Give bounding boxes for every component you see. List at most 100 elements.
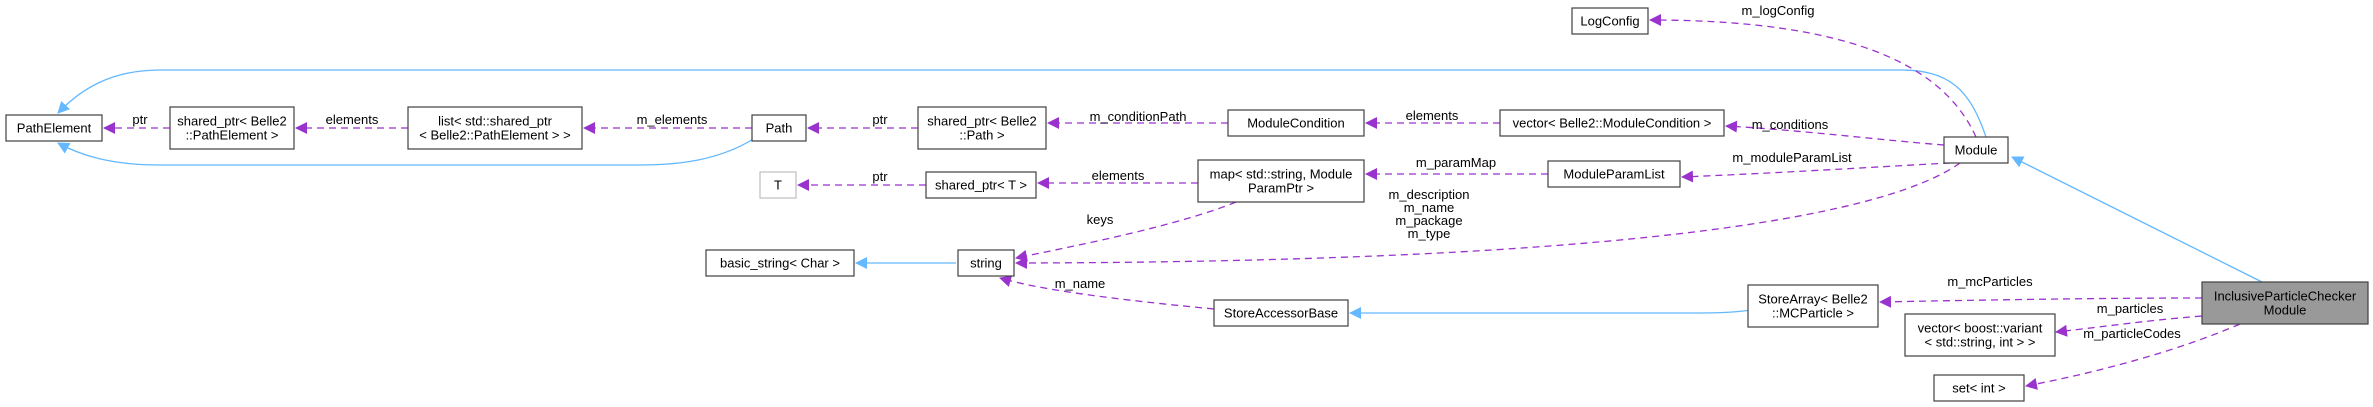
node-box — [917, 106, 1047, 150]
node-box — [1547, 160, 1681, 188]
edge-m-module-strings-label: m_description — [1389, 187, 1470, 202]
edge-m-module-strings-label: m_name — [1404, 200, 1455, 215]
node-box — [1747, 284, 1879, 328]
node-label: Module — [2264, 303, 2307, 318]
node-box — [1943, 136, 2009, 164]
edge-m-conditions-label: m_conditions — [1752, 117, 1829, 132]
node-box — [169, 106, 295, 150]
node-vector-modulecondition[interactable]: vector< Belle2::ModuleCondition > — [1499, 109, 1725, 137]
node-storearray-mcparticle[interactable]: StoreArray< Belle2::MCParticle > — [1747, 284, 1879, 328]
node-label: shared_ptr< Belle2 — [927, 114, 1037, 129]
node-label: vector< boost::variant — [1918, 321, 2043, 336]
node-path[interactable]: Path — [751, 114, 807, 142]
edge-m-mcparticles-label: m_mcParticles — [1947, 274, 2033, 289]
edge-m-parammap-label: m_paramMap — [1416, 155, 1496, 170]
edge-m-logconfig-label: m_logConfig — [1742, 3, 1815, 18]
edge-m-mcparticles — [1879, 295, 2203, 308]
node-modulecondition[interactable]: ModuleCondition — [1227, 109, 1365, 137]
edge-m-name-store — [999, 275, 1215, 310]
node-label: ::Path > — [959, 128, 1004, 143]
node-box — [705, 249, 855, 277]
node-box — [2201, 281, 2369, 325]
node-box — [1213, 299, 1349, 327]
node-label: StoreArray< Belle2 — [1758, 292, 1867, 307]
edge-m-module-strings-label: m_package — [1395, 213, 1462, 228]
node-logconfig[interactable]: LogConfig — [1571, 7, 1649, 35]
node-vector-variant[interactable]: vector< boost::variant< std::string, int… — [1904, 313, 2056, 357]
node-box — [957, 249, 1015, 277]
edge-keys — [1015, 201, 1237, 262]
storearray-inherits-storeaccessorbase — [1349, 284, 1801, 319]
node-box — [1227, 109, 1365, 137]
node-label: Path — [766, 121, 793, 136]
edge-m-particles-label: m_particles — [2097, 301, 2164, 316]
node-moduleparamlist[interactable]: ModuleParamList — [1547, 160, 1681, 188]
node-label: string — [970, 256, 1002, 271]
node-label: ::PathElement > — [186, 128, 279, 143]
node-label: shared_ptr< Belle2 — [177, 114, 287, 129]
edge-m-conditions — [1725, 120, 1945, 146]
node-label: Module — [1955, 143, 1998, 158]
node-label: ModuleParamList — [1563, 167, 1665, 182]
node-box — [925, 171, 1037, 199]
edge-m-particles — [2055, 315, 2203, 337]
path-inherits-pathelement — [57, 137, 756, 166]
edge-m-logconfig — [1649, 14, 1977, 138]
node-module[interactable]: Module — [1943, 136, 2009, 164]
node-label: map< std::string, Module — [1210, 167, 1353, 182]
node-pathelement[interactable]: PathElement — [5, 114, 103, 142]
node-box — [1197, 159, 1365, 203]
edge-elements-list-label: elements — [326, 112, 379, 127]
edge-elements-map-label: elements — [1092, 168, 1145, 183]
node-box — [759, 171, 797, 199]
node-box — [1571, 7, 1649, 35]
node-label: PathElement — [17, 121, 92, 136]
node-box — [751, 114, 807, 142]
root-inherits-module — [2011, 156, 2263, 283]
node-label: vector< Belle2::ModuleCondition > — [1513, 116, 1712, 131]
node-label: basic_string< Char > — [720, 256, 840, 271]
edge-elements-modulecondition-label: elements — [1406, 108, 1459, 123]
node-label: ::MCParticle > — [1772, 306, 1854, 321]
node-storeaccessorbase[interactable]: StoreAccessorBase — [1213, 299, 1349, 327]
module-inherits-pathelement — [57, 69, 1987, 138]
edge-m-elements-label: m_elements — [637, 112, 708, 127]
edge-m-particlecodes — [2025, 323, 2241, 390]
edge-ptr-path-label: ptr — [872, 112, 888, 127]
node-label: list< std::shared_ptr — [438, 114, 552, 129]
edge-m-moduleparamlist-label: m_moduleParamList — [1732, 150, 1852, 165]
node-sharedptr-path[interactable]: shared_ptr< Belle2::Path > — [917, 106, 1047, 150]
node-sharedptr-pathelement[interactable]: shared_ptr< Belle2::PathElement > — [169, 106, 295, 150]
node-label: ModuleCondition — [1247, 116, 1345, 131]
edge-m-name-store-label: m_name — [1055, 276, 1106, 291]
node-label: InclusiveParticleChecker — [2214, 289, 2357, 304]
edge-m-module-strings-label: m_type — [1408, 226, 1451, 241]
node-box — [5, 114, 103, 142]
edge-m-moduleparamlist — [1681, 162, 1951, 183]
node-label: ParamPtr > — [1248, 181, 1314, 196]
edge-m-module-strings — [1015, 162, 1961, 269]
node-set-int[interactable]: set< int > — [1933, 374, 2025, 402]
node-label: T — [774, 178, 782, 193]
node-label: StoreAccessorBase — [1224, 306, 1338, 321]
node-t[interactable]: T — [759, 171, 797, 199]
node-list-sharedptr[interactable]: list< std::shared_ptr< Belle2::PathEleme… — [407, 106, 583, 150]
edge-m-particlecodes-label: m_particleCodes — [2083, 326, 2181, 341]
edge-ptr-t-label: ptr — [872, 169, 888, 184]
node-box — [407, 106, 583, 150]
node-label: < Belle2::PathElement > > — [419, 128, 570, 143]
edge-m-conditionpath-label: m_conditionPath — [1090, 109, 1187, 124]
edge-ptr-pathelement-label: ptr — [132, 112, 148, 127]
node-string[interactable]: string — [957, 249, 1015, 277]
node-basic-string[interactable]: basic_string< Char > — [705, 249, 855, 277]
node-sharedptr-t[interactable]: shared_ptr< T > — [925, 171, 1037, 199]
node-label: set< int > — [1952, 381, 2005, 396]
node-label: shared_ptr< T > — [935, 178, 1027, 193]
node-box — [1499, 109, 1725, 137]
node-box — [1904, 313, 2056, 357]
node-label: LogConfig — [1580, 14, 1639, 29]
edge-keys-label: keys — [1087, 212, 1114, 227]
